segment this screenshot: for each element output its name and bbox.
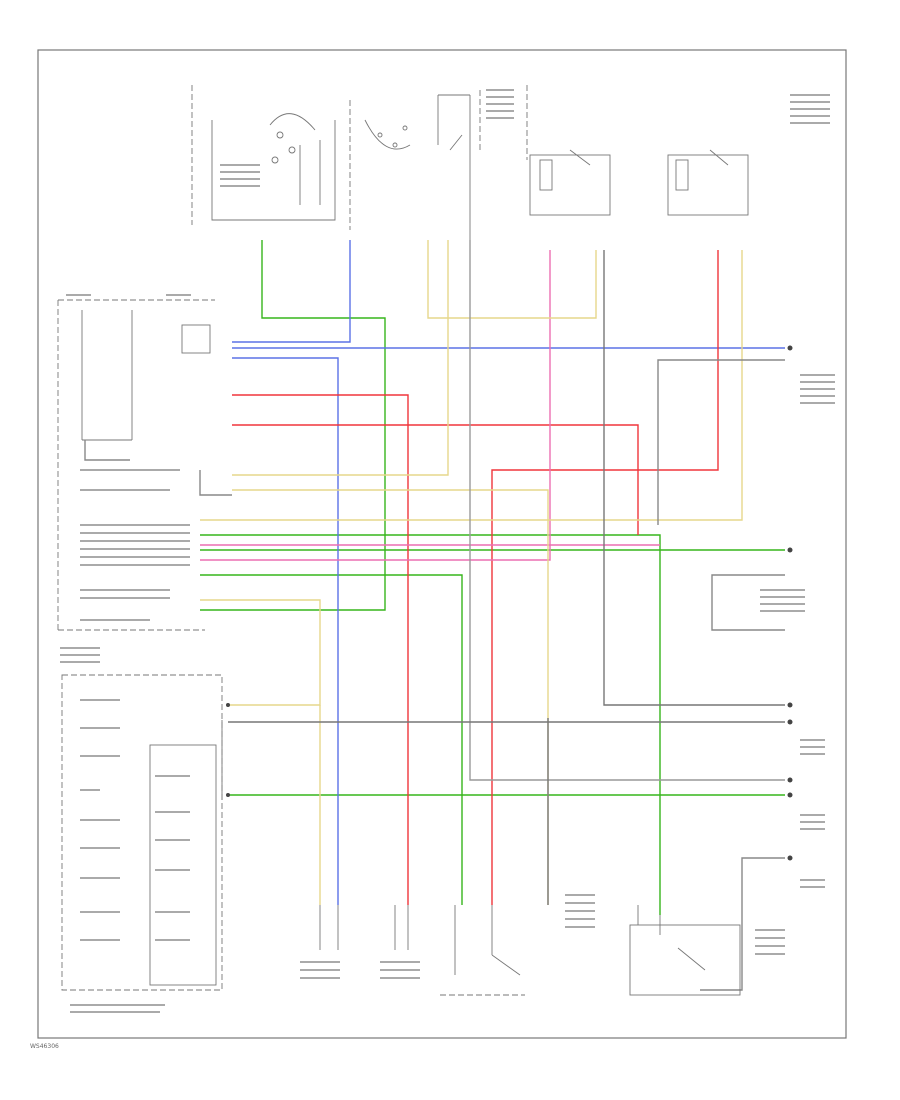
wire-blue-1 bbox=[232, 240, 351, 343]
bottom-components bbox=[319, 905, 741, 996]
wire-gray-9 bbox=[84, 440, 130, 461]
wire-gray-1 bbox=[469, 240, 785, 781]
wire-yellow-5 bbox=[200, 599, 321, 706]
connector-dot bbox=[787, 702, 793, 708]
label-blocks bbox=[60, 89, 835, 1013]
wire-gray-2 bbox=[603, 250, 785, 706]
wire-pink-1 bbox=[200, 250, 551, 561]
wire-yellow-1 bbox=[427, 240, 597, 319]
connectors bbox=[226, 345, 793, 861]
wire-gray-5 bbox=[657, 359, 785, 525]
connector-dot bbox=[787, 777, 793, 783]
wire-gray-8 bbox=[199, 470, 232, 496]
top-components bbox=[191, 85, 749, 240]
wire-yellow-4 bbox=[200, 250, 743, 521]
wire-blue-3 bbox=[232, 357, 339, 905]
left-modules bbox=[57, 299, 223, 991]
connector-dot bbox=[787, 547, 793, 553]
connector-dot bbox=[226, 703, 230, 707]
connector-dot bbox=[226, 793, 230, 797]
wire-red-2 bbox=[232, 424, 639, 535]
wire-gray-6 bbox=[711, 574, 785, 631]
wire-green-1 bbox=[200, 240, 386, 611]
wire-green-2 bbox=[200, 534, 661, 915]
connector-dot bbox=[787, 855, 793, 861]
connector-dot bbox=[787, 792, 793, 798]
wire-yellow-3 bbox=[232, 489, 549, 905]
wire-gray-7 bbox=[700, 857, 785, 991]
diagram-frame bbox=[37, 49, 847, 1039]
wires bbox=[84, 240, 785, 991]
footer-code: WS46306 bbox=[30, 1043, 59, 1050]
wire-green-5 bbox=[200, 574, 463, 905]
wire-yellow-2 bbox=[232, 240, 449, 476]
connector-dot bbox=[787, 345, 793, 351]
connector-dot bbox=[787, 719, 793, 725]
wire-red-1 bbox=[232, 394, 409, 905]
